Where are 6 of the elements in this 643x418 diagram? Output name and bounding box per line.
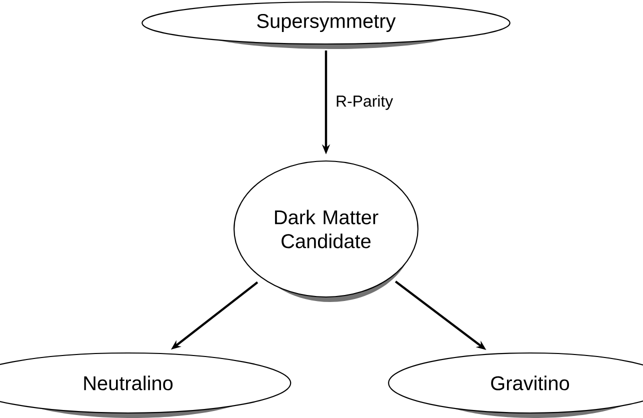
ellipse-node: Gravitino [388,352,643,418]
ellipse-node: Neutralino [0,352,292,418]
ellipse-node: Dark Matter Candidate [234,160,418,302]
node-label: Gravitino [491,376,570,390]
edge-label: R-Parity [336,95,394,110]
ellipse-node: Supersymmetry [142,1,510,49]
